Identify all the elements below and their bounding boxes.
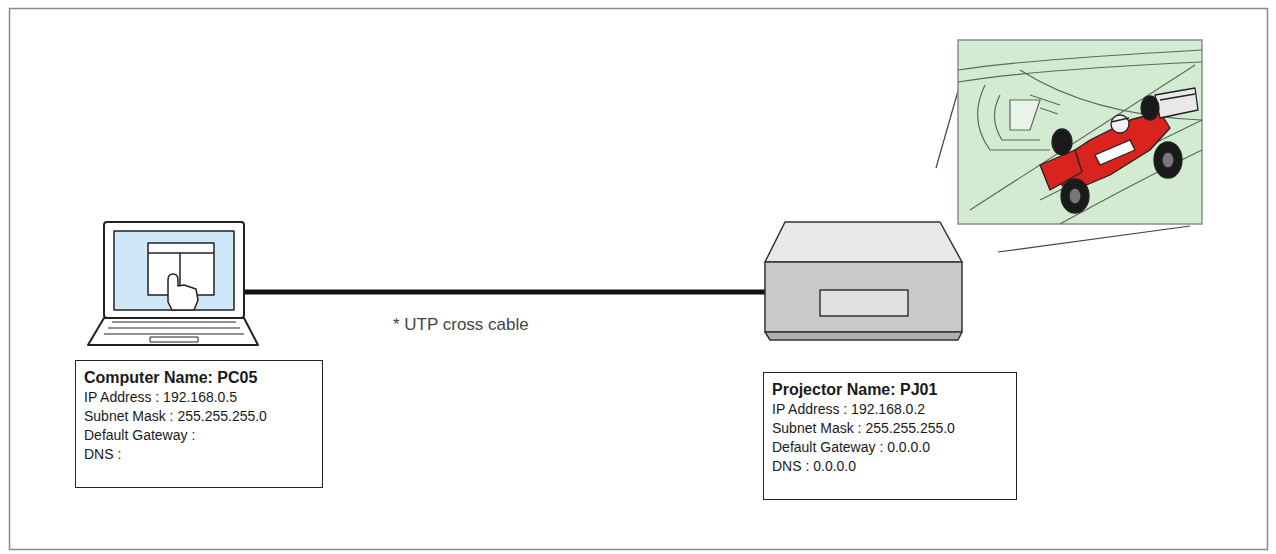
frame [10, 9, 1268, 550]
beam-line [998, 226, 1190, 252]
device-name: Projector Name: PJ01 [772, 379, 1006, 400]
info-box: Projector Name: PJ01IP Address : 192.168… [763, 372, 1017, 500]
network-setting: Subnet Mask : 255.255.255.0 [84, 407, 312, 426]
projector [765, 222, 962, 340]
network-setting: DNS : 0.0.0.0 [772, 457, 1006, 476]
info-box: Computer Name: PC05IP Address : 192.168.… [75, 360, 323, 488]
device-name: Computer Name: PC05 [84, 367, 312, 388]
network-setting: IP Address : 192.168.0.5 [84, 388, 312, 407]
network-setting: Default Gateway : 0.0.0.0 [772, 438, 1006, 457]
utp-cable [244, 290, 766, 295]
network-setting: IP Address : 192.168.0.2 [772, 400, 1006, 419]
race-car [1040, 88, 1198, 213]
projected-image [958, 40, 1202, 224]
network-setting: Default Gateway : [84, 426, 312, 445]
laptop [88, 222, 258, 345]
network-setting: DNS : [84, 445, 312, 464]
cable-label: * UTP cross cable [391, 315, 531, 335]
network-setting: Subnet Mask : 255.255.255.0 [772, 419, 1006, 438]
